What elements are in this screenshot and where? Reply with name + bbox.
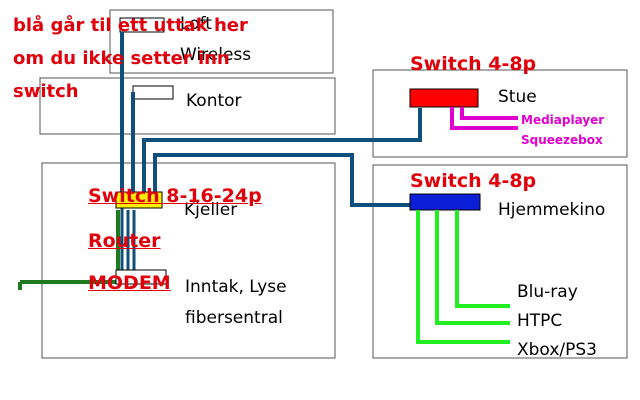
label-hjemmekino: Hjemmekino bbox=[498, 200, 606, 220]
label-kontor: Kontor bbox=[186, 91, 242, 111]
label-kjeller: Kjeller bbox=[184, 200, 238, 220]
room-kontor-box bbox=[39, 77, 336, 135]
note-line-2: om du ikke setter inn bbox=[13, 48, 230, 69]
label-router: Router bbox=[88, 230, 161, 252]
room-kjeller-box bbox=[41, 162, 336, 359]
label-loft: Loft bbox=[180, 14, 212, 34]
cable-hjemmekino bbox=[153, 153, 412, 207]
modem-box bbox=[115, 269, 167, 285]
green-cables bbox=[416, 210, 510, 344]
note-line-3: switch bbox=[13, 81, 79, 102]
label-stue: Stue bbox=[498, 87, 537, 107]
label-bluray: Blu-ray bbox=[517, 282, 578, 302]
kontor-ap-box bbox=[132, 85, 174, 100]
label-fibersentral: fibersentral bbox=[185, 308, 283, 328]
label-switch-stue: Switch 4-8p bbox=[410, 53, 537, 75]
room-loft-box bbox=[109, 9, 334, 74]
room-stue-box bbox=[372, 69, 628, 158]
switch-hjemmekino bbox=[409, 193, 481, 211]
label-htpc: HTPC bbox=[517, 311, 563, 331]
label-squeezebox: Squeezebox bbox=[521, 133, 603, 147]
label-wireless: Wireless bbox=[180, 45, 252, 65]
cable-stue bbox=[142, 108, 422, 205]
switch-main bbox=[115, 191, 163, 209]
label-modem: MODEM bbox=[88, 272, 171, 294]
room-hjemmekino-box bbox=[372, 164, 628, 359]
label-mediaplayer: Mediaplayer bbox=[521, 113, 605, 127]
label-inntak: Inntak, Lyse bbox=[185, 277, 287, 297]
label-switch-main: Switch 8-16-24p bbox=[88, 185, 262, 207]
magenta-cables bbox=[450, 107, 518, 130]
label-switch-hjemmekino: Switch 4-8p bbox=[410, 170, 537, 192]
blue-cables bbox=[120, 32, 422, 207]
switch-stue bbox=[409, 88, 479, 108]
note-line-1: blå går til ett uttak her bbox=[13, 15, 248, 36]
loft-ap-box bbox=[119, 17, 165, 33]
label-xbox: Xbox/PS3 bbox=[517, 340, 597, 360]
